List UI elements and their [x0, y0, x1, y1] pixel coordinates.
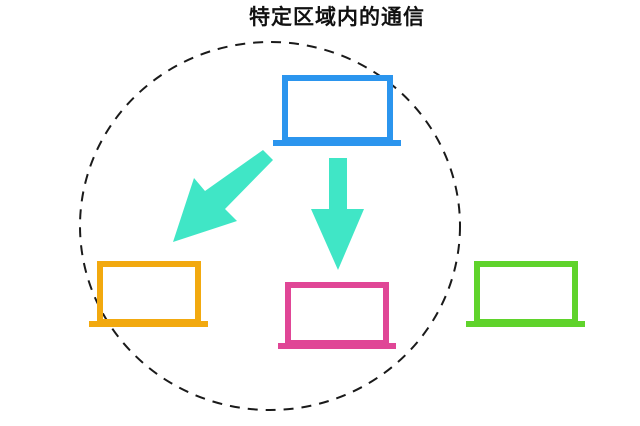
arrow-to-left-icon — [173, 150, 273, 242]
arrow-down-icon — [311, 158, 364, 270]
diagram-title: 特定区域内的通信 — [249, 5, 425, 29]
outside-laptop-icon — [466, 261, 585, 327]
target-middle-laptop-icon — [278, 282, 396, 349]
target-left-laptop-icon — [89, 261, 208, 327]
source-laptop-icon — [273, 75, 401, 146]
region-boundary — [79, 41, 461, 411]
